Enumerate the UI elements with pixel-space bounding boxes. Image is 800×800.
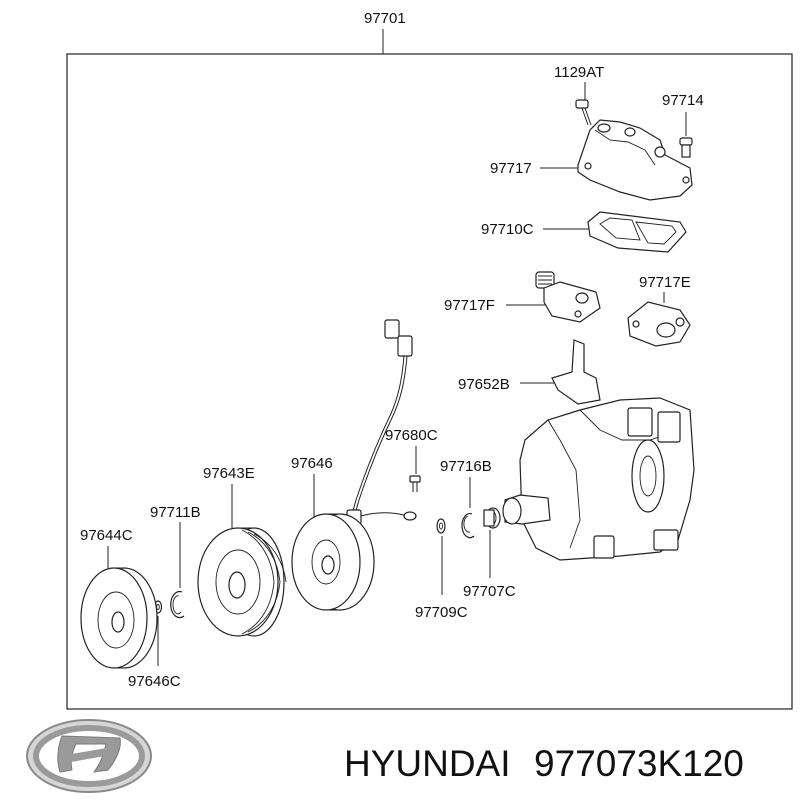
snap-ring-part xyxy=(170,590,185,619)
coil-part xyxy=(291,513,375,611)
seal-part xyxy=(483,507,501,529)
compressor-body xyxy=(502,397,695,561)
cover-part xyxy=(577,119,693,201)
label-pulley: 97643E xyxy=(203,465,255,482)
label-shim: 97709C xyxy=(415,604,468,621)
label-gasket: 97710C xyxy=(481,221,534,238)
sensor-part xyxy=(409,475,421,492)
label-snap-ring: 97711B xyxy=(150,504,201,521)
hub-part xyxy=(80,567,158,669)
gasket-part xyxy=(587,211,687,253)
bracket-part xyxy=(551,339,601,405)
label-valve-f: 97717F xyxy=(444,297,495,314)
valve-f-part xyxy=(535,271,601,323)
brand-name: HYUNDAI xyxy=(344,743,511,784)
hyundai-logo xyxy=(26,719,152,793)
pin-part xyxy=(679,137,693,158)
label-seal: 97707C xyxy=(463,583,516,600)
pulley-part xyxy=(197,527,287,637)
label-cover: 97717 xyxy=(490,160,532,177)
label-bracket: 97652B xyxy=(458,376,510,393)
label-assembly: 97701 xyxy=(364,10,406,27)
coil-wire xyxy=(346,319,417,525)
label-sensor: 97680C xyxy=(385,427,438,444)
diagram-frame xyxy=(66,53,793,710)
label-bolt: 1129AT xyxy=(554,64,604,81)
label-valve-e: 97717E xyxy=(639,274,691,291)
shim-part xyxy=(436,518,446,534)
label-snap-ring-b: 97716B xyxy=(440,458,492,475)
label-shim-c: 97646C xyxy=(128,673,181,690)
snap-ring-b-part xyxy=(461,513,475,539)
part-number: 977073K120 xyxy=(534,743,744,784)
label-hub: 97644C xyxy=(80,527,133,544)
label-coil: 97646 xyxy=(291,455,333,472)
bolt-part xyxy=(575,99,592,126)
valve-e-part xyxy=(627,301,691,347)
label-pin: 97714 xyxy=(662,92,704,109)
